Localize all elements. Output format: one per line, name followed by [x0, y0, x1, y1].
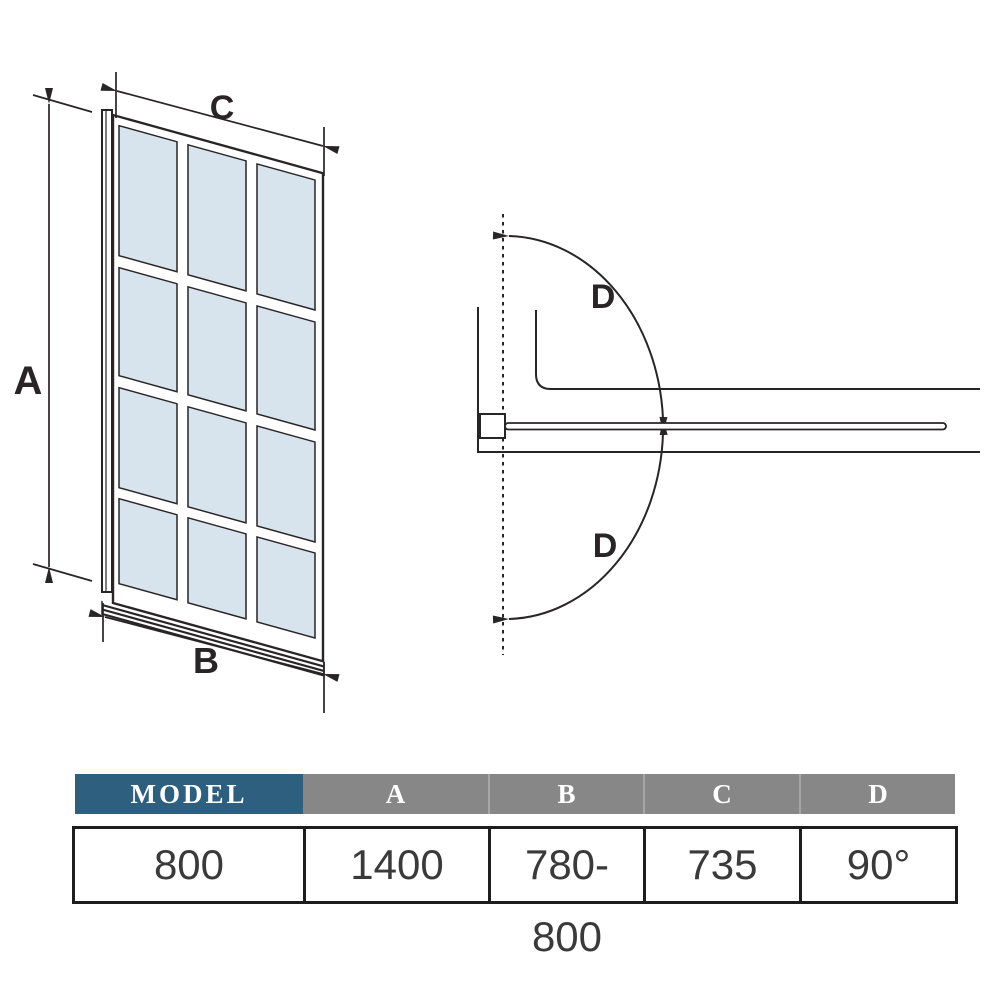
dimension-line-b [88, 609, 340, 682]
wall-outline [477, 307, 980, 453]
dim-label-a: A [14, 359, 43, 403]
glass-pane [187, 143, 247, 292]
glass-pane [187, 405, 247, 524]
value-cell-a: 1400 [303, 829, 488, 901]
header-cell-d: D [799, 774, 955, 814]
dimension-line-c [100, 83, 340, 154]
glass-pane [187, 516, 247, 620]
glass-pane [256, 424, 316, 543]
dim-label-b: B [193, 640, 219, 681]
hinge-block [479, 413, 506, 439]
glass-pane [256, 304, 316, 431]
dim-label-c: C [210, 89, 235, 127]
hinge-bar [101, 109, 113, 593]
spec-table-header: MODEL A B C D [75, 774, 955, 814]
value-cell-model: 800 [153, 841, 225, 888]
glass-pane [187, 285, 247, 412]
header-cell-model: MODEL [75, 774, 303, 814]
dim-label-d-upper: D [591, 278, 616, 316]
header-cell-a: A [303, 774, 488, 814]
door-panel-top-view [504, 422, 947, 431]
plan-view: D D [477, 214, 980, 655]
glass-pane [118, 266, 178, 393]
front-view: A [14, 72, 340, 713]
glass-pane [118, 386, 178, 505]
value-cell-d: 90° [799, 829, 955, 901]
value-cell-b: 780-800 [488, 829, 643, 960]
bathtub-edge [535, 310, 980, 390]
glass-pane [118, 124, 178, 273]
header-cell-b: B [488, 774, 643, 814]
header-cell-c: C [643, 774, 799, 814]
glass-pane [118, 497, 178, 601]
glass-panel [101, 113, 325, 677]
swing-arc-upper [492, 231, 668, 436]
dimension-a: A [14, 88, 93, 583]
dim-label-d-lower: D [593, 527, 618, 565]
spec-table-values-row: 800 1400 780-800 735 90° [72, 826, 958, 960]
dimension-c: C [100, 72, 340, 176]
value-cell-c: 735 [643, 829, 799, 901]
extension-line [32, 94, 93, 113]
dimension-b: B [88, 603, 340, 713]
swing-arc-lower [492, 416, 668, 624]
extension-line [32, 563, 93, 582]
glass-pane [256, 535, 316, 639]
glass-pane [256, 162, 316, 311]
